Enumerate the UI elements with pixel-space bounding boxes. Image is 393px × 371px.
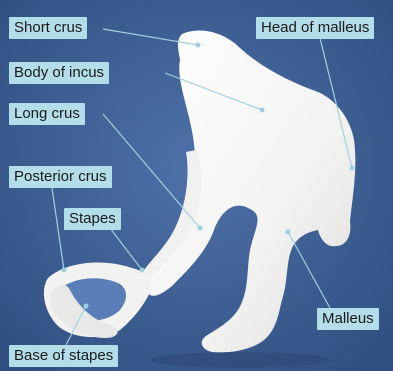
shadow <box>150 352 330 368</box>
label-base-of-stapes: Base of stapes <box>9 345 118 367</box>
label-body-of-incus: Body of incus <box>9 62 109 84</box>
label-posterior-crus: Posterior crus <box>9 166 112 188</box>
label-malleus: Malleus <box>317 308 379 330</box>
label-long-crus: Long crus <box>9 103 85 125</box>
label-head-of-malleus: Head of malleus <box>256 17 374 39</box>
label-short-crus: Short crus <box>9 17 87 39</box>
label-stapes: Stapes <box>64 208 121 230</box>
